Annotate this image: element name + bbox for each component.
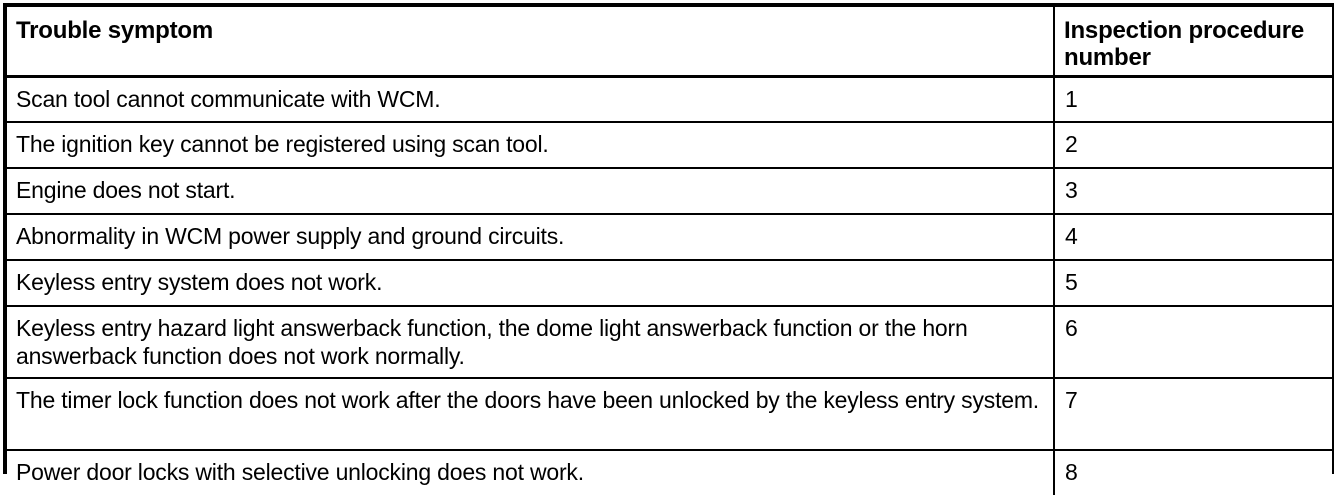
cell-trouble-symptom: Keyless entry hazard light answerback fu… [7,305,1055,378]
table-row: Abnormality in WCM power supply and grou… [7,213,1332,260]
cell-trouble-symptom: The timer lock function does not work af… [7,377,1055,450]
cell-trouble-symptom: Power door locks with selective unlockin… [7,449,1055,495]
table-row: Scan tool cannot communicate with WCM. 1 [7,76,1332,122]
table-row: The timer lock function does not work af… [7,377,1332,450]
cell-inspection-procedure-number: 1 [1065,85,1078,112]
cell-inspection-procedure-number: 3 [1054,167,1332,214]
cell-inspection-procedure-number: 8 [1054,449,1332,495]
cell-trouble-symptom: The ignition key cannot be registered us… [7,121,1055,168]
table-row: Keyless entry hazard light answerback fu… [7,305,1332,378]
cell-trouble-symptom: Keyless entry system does not work. [7,259,1055,306]
table-row: Engine does not start. 3 [7,167,1332,214]
cell-trouble-symptom: Scan tool cannot communicate with WCM. [7,76,1055,122]
cell-inspection-procedure-number: 6 [1054,305,1332,378]
table-row: Power door locks with selective unlockin… [7,449,1332,495]
column-header-line-1: Inspection procedure [1064,17,1305,44]
cell-trouble-symptom: Abnormality in WCM power supply and grou… [7,213,1055,260]
cell-inspection-procedure-number: 4 [1054,213,1332,260]
table-body: Scan tool cannot communicate with WCM. 1… [7,76,1332,495]
cell-trouble-symptom: Engine does not start. [7,167,1055,214]
cell-inspection-procedure-number: 2 [1054,121,1332,168]
table-row: Keyless entry system does not work. 5 [7,259,1332,306]
cell-inspection-procedure-number: 7 [1054,377,1332,450]
table-row: The ignition key cannot be registered us… [7,121,1332,168]
column-header-trouble-symptom: Trouble symptom [7,7,1055,78]
column-header-line-2: number [1064,44,1151,71]
cell-inspection-procedure-number: 5 [1054,259,1332,306]
